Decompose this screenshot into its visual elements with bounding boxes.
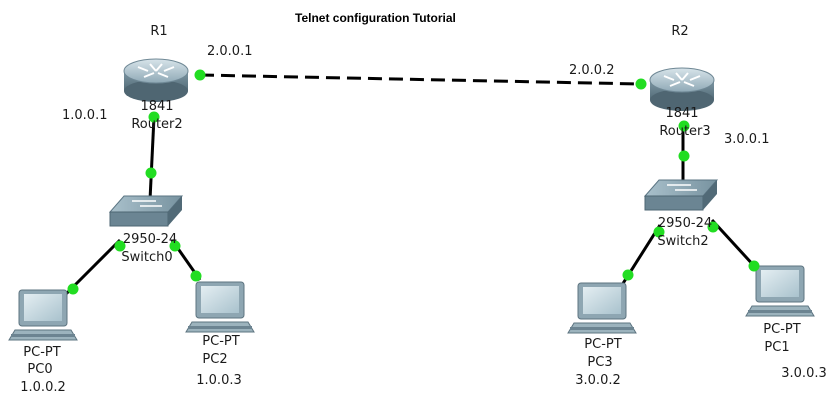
pc-ip-label: 3.0.0.3 (781, 366, 827, 381)
port-up-icon (67, 283, 79, 295)
port-up-icon (148, 111, 160, 123)
switch-icon[interactable] (643, 179, 719, 211)
pc-ip-label: 1.0.0.2 (20, 380, 66, 395)
pc-ip-label: 3.0.0.2 (575, 373, 621, 388)
pc-icon[interactable] (8, 289, 78, 341)
pc-name-label: PC3 (587, 355, 613, 370)
pc-icon[interactable] (185, 281, 255, 333)
r1-wan-ip-label: 2.0.0.1 (205, 44, 255, 59)
port-up-icon (678, 120, 690, 132)
router-name-label: Router2 (131, 117, 183, 132)
switch-model-label: 2950-24 (657, 216, 713, 231)
pc-model-label: PC-PT (23, 345, 61, 360)
r2-wan-ip-label: 2.0.0.2 (567, 63, 617, 78)
switch-icon[interactable] (108, 195, 184, 227)
pc-name-label: PC2 (202, 352, 228, 367)
pc-icon[interactable] (745, 265, 815, 317)
switch-name-label: Switch2 (657, 234, 709, 249)
router-name-label: Router3 (659, 124, 711, 139)
pc-name-label: PC1 (764, 340, 790, 355)
pc-name-label: PC0 (27, 362, 53, 377)
switch-name-label: Switch0 (121, 250, 173, 265)
router-model-label: 1841 (140, 99, 174, 114)
port-up-icon (169, 240, 181, 252)
port-up-icon (190, 270, 202, 282)
port-up-icon (707, 221, 719, 233)
port-status-indicators (67, 69, 760, 295)
port-up-icon (748, 260, 760, 272)
pc-model-label: PC-PT (763, 322, 801, 337)
router-model-label: 1841 (665, 106, 699, 121)
link-switch2-pc1 (710, 218, 758, 270)
port-up-icon (145, 167, 157, 179)
port-up-icon (622, 269, 634, 281)
router-id-label: R1 (150, 24, 168, 39)
diagram-title: Telnet configuration Tutorial (295, 11, 456, 25)
r1-lan-ip-label: 1.0.0.1 (62, 108, 108, 123)
router-id-label: R2 (671, 24, 689, 39)
port-up-icon (678, 150, 690, 162)
link-r1-r2 (199, 73, 642, 86)
r2-lan-ip-label: 3.0.0.1 (724, 132, 770, 147)
port-up-icon (653, 226, 665, 238)
switch-model-label: 2950-24 (122, 232, 178, 247)
pc-icon[interactable] (567, 282, 637, 334)
router-icon[interactable] (649, 67, 715, 111)
port-up-icon (635, 78, 647, 90)
router-icon[interactable] (123, 58, 189, 102)
pc-model-label: PC-PT (202, 334, 240, 349)
port-up-icon (114, 240, 126, 252)
pc-model-label: PC-PT (584, 337, 622, 352)
link-r1-switch0 (148, 116, 156, 201)
pc-ip-label: 1.0.0.3 (196, 373, 242, 388)
port-up-icon (194, 69, 206, 81)
